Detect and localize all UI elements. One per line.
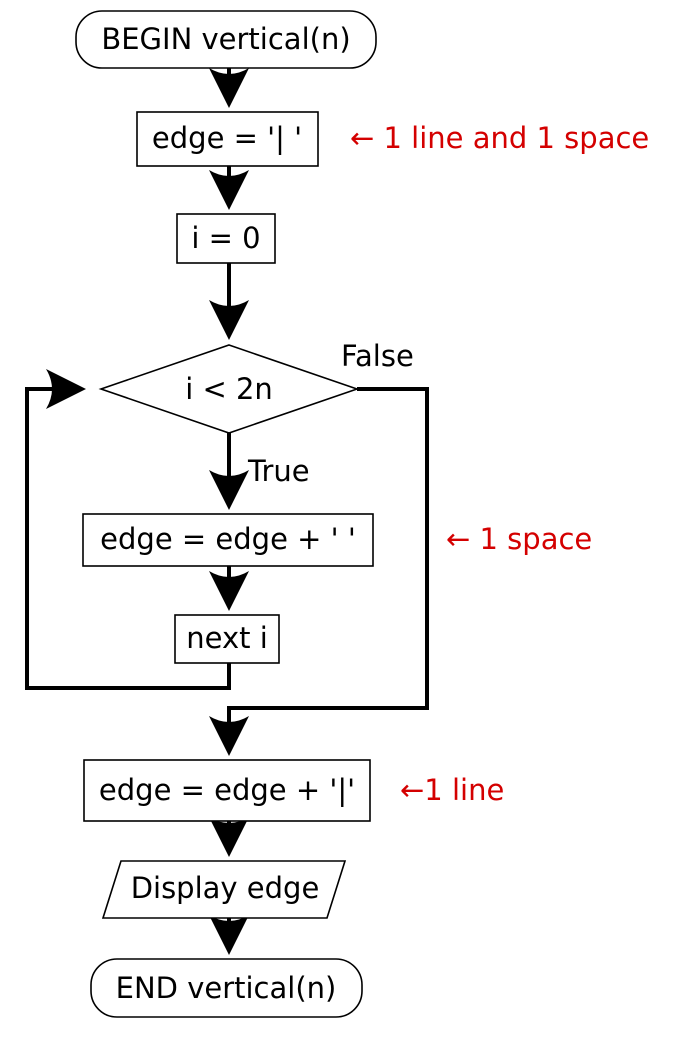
begin-text: BEGIN vertical(n): [101, 22, 350, 56]
note-add-line: ←1 line: [400, 773, 504, 807]
begin-terminal: BEGIN vertical(n): [75, 10, 377, 69]
add-line-process: edge = edge + '|': [83, 759, 371, 822]
add-line-text: edge = edge + '|': [99, 773, 355, 807]
init-edge-text: edge = '| ': [152, 121, 302, 155]
display-output: Display edge: [101, 860, 347, 919]
next-i-process: next i: [174, 614, 280, 664]
add-space-text: edge = edge + ' ': [100, 522, 356, 556]
display-text: Display edge: [131, 871, 320, 905]
next-i-text: next i: [186, 621, 268, 655]
init-i-text: i = 0: [191, 221, 260, 255]
connectors: [25, 68, 429, 955]
note-add-space: ← 1 space: [446, 522, 592, 556]
add-space-process: edge = edge + ' ': [82, 513, 374, 567]
end-text: END vertical(n): [116, 971, 337, 1005]
arrow-condition-false: [209, 387, 429, 756]
loop-back-arrow: [25, 369, 231, 690]
init-i-process: i = 0: [176, 213, 276, 264]
condition-text: i < 2n: [185, 372, 273, 406]
false-branch-label: False: [341, 339, 414, 373]
note-init-edge: ← 1 line and 1 space: [350, 121, 649, 155]
true-branch-label: True: [247, 454, 310, 488]
init-edge-process: edge = '| ': [136, 111, 319, 167]
end-terminal: END vertical(n): [90, 958, 363, 1018]
loop-condition-decision: i < 2n: [98, 344, 360, 434]
